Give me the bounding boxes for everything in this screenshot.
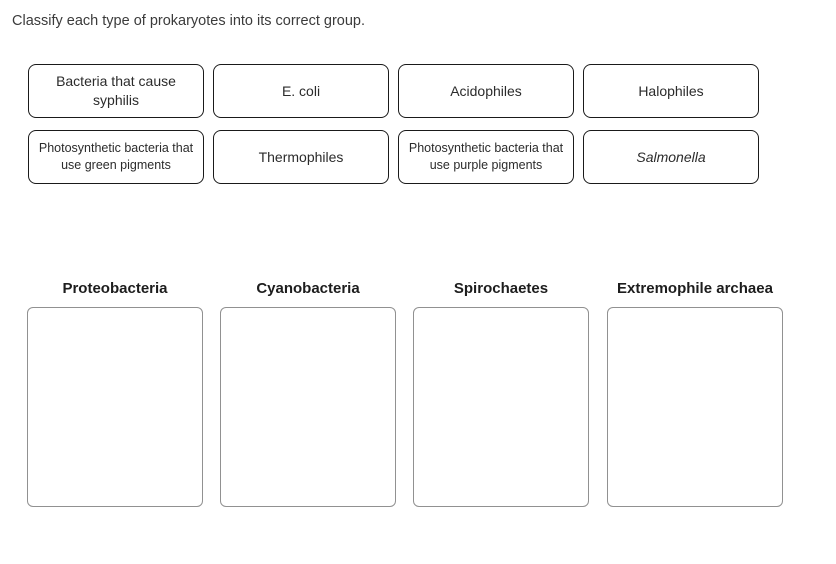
card-salmonella[interactable]: Salmonella xyxy=(583,130,759,184)
group-proteobacteria: Proteobacteria xyxy=(27,280,203,507)
group-extremophile-archaea: Extremophile archaea xyxy=(607,280,783,507)
card-halophiles[interactable]: Halophiles xyxy=(583,64,759,118)
drop-zone-spirochaetes[interactable] xyxy=(413,307,589,507)
group-label-cyanobacteria: Cyanobacteria xyxy=(256,280,360,297)
drop-zone-proteobacteria[interactable] xyxy=(27,307,203,507)
drop-zone-cyanobacteria[interactable] xyxy=(220,307,396,507)
card-e-coli[interactable]: E. coli xyxy=(213,64,389,118)
card-photosynthetic-purple-pigments[interactable]: Photosynthetic bacteria that use purple … xyxy=(398,130,574,184)
card-thermophiles[interactable]: Thermophiles xyxy=(213,130,389,184)
group-label-spirochaetes: Spirochaetes xyxy=(453,280,549,297)
card-photosynthetic-green-pigments[interactable]: Photosynthetic bacteria that use green p… xyxy=(28,130,204,184)
drop-zone-extremophile-archaea[interactable] xyxy=(607,307,783,507)
question-prompt: Classify each type of prokaryotes into i… xyxy=(12,13,365,29)
group-cyanobacteria: Cyanobacteria xyxy=(220,280,396,507)
group-label-extremophile-archaea: Extremophile archaea xyxy=(617,280,773,297)
card-bacteria-that-cause-syphilis[interactable]: Bacteria that cause syphilis xyxy=(28,64,204,118)
group-spirochaetes: Spirochaetes xyxy=(413,280,589,507)
card-bank: Bacteria that cause syphilis E. coli Aci… xyxy=(28,64,759,184)
card-acidophiles[interactable]: Acidophiles xyxy=(398,64,574,118)
group-label-proteobacteria: Proteobacteria xyxy=(62,280,168,297)
